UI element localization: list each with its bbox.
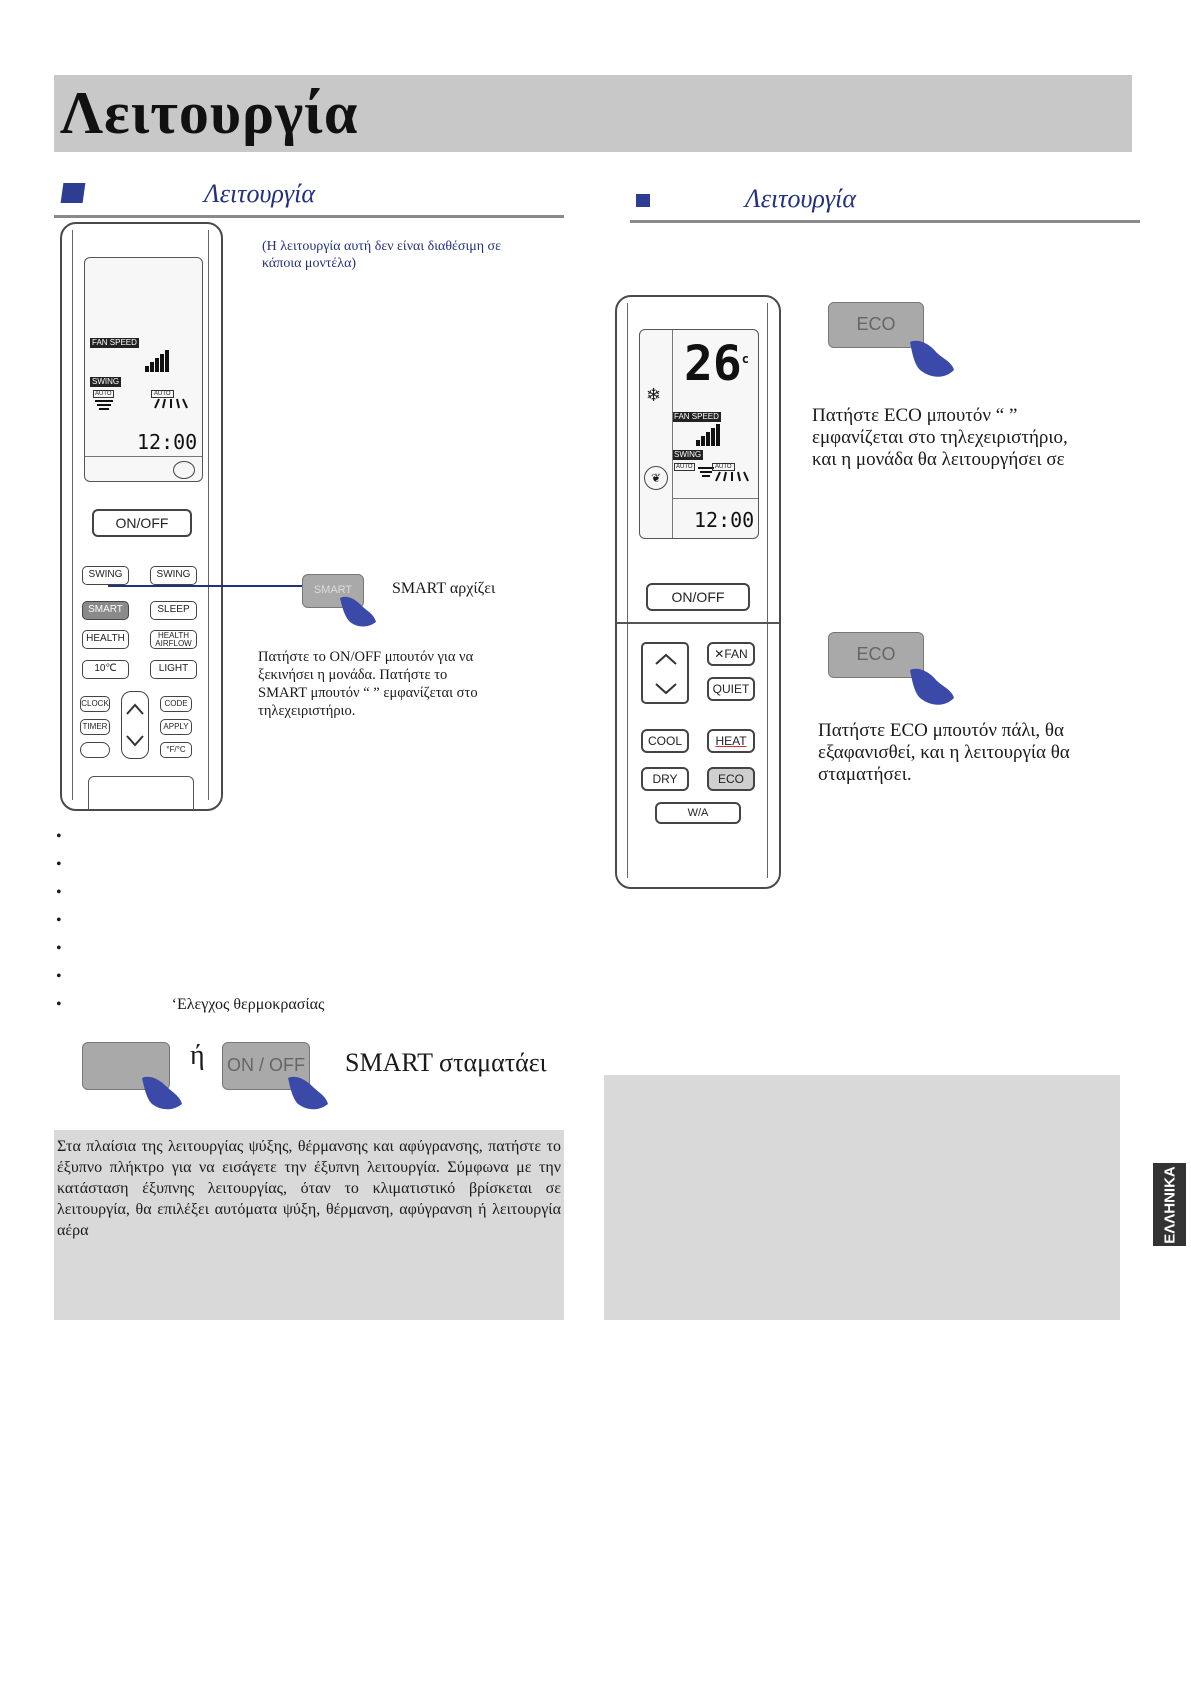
chevron-down-icon bbox=[655, 683, 677, 695]
auto-swing-icon: AUTO bbox=[712, 463, 752, 482]
hand-press-icon bbox=[288, 1076, 328, 1110]
list-item: • bbox=[56, 884, 66, 901]
clock-display: 12:00 bbox=[137, 430, 198, 454]
onoff-button[interactable]: ON/OFF bbox=[646, 583, 750, 611]
sleep-button[interactable]: SLEEP bbox=[150, 601, 197, 620]
right-heading-label: Λειτουργία bbox=[745, 184, 857, 213]
hand-press-icon bbox=[340, 596, 376, 627]
bullet-list: • • • • • • •‘Ελεγχος θερμοκρασίας bbox=[56, 828, 536, 1018]
remote-clip bbox=[88, 776, 194, 810]
auto-swing-icon: AUTO bbox=[151, 390, 195, 413]
onoff-button[interactable]: ON/OFF bbox=[92, 509, 192, 537]
fan-speed-bars-icon bbox=[696, 424, 721, 446]
remote-edge-line bbox=[208, 230, 209, 800]
wa-button[interactable]: W/A bbox=[655, 802, 741, 824]
fan-speed-tag: FAN SPEED bbox=[672, 412, 721, 422]
list-item: • bbox=[56, 940, 66, 957]
page-title: Λειτουργία bbox=[60, 80, 359, 146]
lcd-divider bbox=[672, 330, 673, 538]
temp-rocker-button[interactable] bbox=[641, 642, 689, 704]
left-section-heading: Λειτουργία bbox=[54, 175, 564, 218]
clock-button[interactable]: CLOCK bbox=[80, 696, 110, 712]
list-item: • bbox=[56, 856, 66, 873]
remote-edge-line bbox=[72, 230, 73, 800]
auto-louver-icon: AUTO bbox=[93, 390, 133, 413]
right-remote: 26c ❄ FAN SPEED SWING ❦ AUTO AUTO 12:00 … bbox=[615, 295, 781, 889]
eco-press-illustration: ECO bbox=[828, 632, 924, 678]
heading-square-icon bbox=[636, 194, 650, 207]
snowflake-icon: ❄ bbox=[646, 385, 662, 405]
hand-press-icon bbox=[910, 340, 954, 377]
remote-edge-line bbox=[767, 303, 768, 878]
list-item: • bbox=[56, 968, 66, 985]
or-text: ή bbox=[190, 1040, 205, 1071]
ten-degree-button[interactable]: 10℃ bbox=[82, 660, 129, 679]
hand-press-icon bbox=[910, 668, 954, 705]
cool-button[interactable]: COOL bbox=[641, 729, 689, 753]
list-item: • bbox=[56, 828, 66, 845]
list-item: •‘Ελεγχος θερμοκρασίας bbox=[56, 996, 325, 1013]
dry-button[interactable]: DRY bbox=[641, 767, 689, 791]
smart-start-label: SMART αρχίζει bbox=[392, 580, 496, 597]
apply-button[interactable]: APPLY bbox=[160, 719, 192, 735]
smart-stop-label: SMART σταματάει bbox=[345, 1048, 547, 1077]
vertical-swing-button[interactable]: SWING bbox=[82, 566, 129, 585]
connector-line bbox=[108, 585, 303, 587]
smart-press-illustration: SMART bbox=[302, 574, 364, 608]
quiet-button[interactable]: QUIET bbox=[707, 677, 755, 701]
smart-button[interactable]: SMART bbox=[82, 601, 129, 620]
left-remote: FAN SPEED SWING AUTO AUTO 12:00 ON/OFF S… bbox=[60, 222, 223, 811]
right-info-box bbox=[604, 1075, 1120, 1320]
left-heading-label: Λειτουργία bbox=[204, 179, 316, 208]
language-tab[interactable]: ΕΛΛΗΝΙΚΑ bbox=[1153, 1163, 1186, 1246]
unit-toggle-button[interactable]: °F/°C bbox=[160, 742, 192, 758]
left-info-box: Στα πλαίσια της λειτουργίας ψύξης, θέρμα… bbox=[54, 1130, 564, 1320]
info-box-text: Στα πλαίσια της λειτουργίας ψύξης, θέρμα… bbox=[57, 1138, 561, 1239]
remote-edge-line bbox=[627, 303, 628, 878]
light-button[interactable]: LIGHT bbox=[150, 660, 197, 679]
eco-off-text: Πατήστε ECO μπουτόν πάλι, θα εξαφανισθεί… bbox=[818, 720, 1070, 785]
horizontal-swing-button[interactable]: SWING bbox=[150, 566, 197, 585]
eco-leaf-icon: ❦ bbox=[644, 466, 668, 490]
smart-instructions: Πατήστε το ON/OFF μπουτόν για να ξεκινήσ… bbox=[258, 649, 478, 719]
eco-button[interactable]: ECO bbox=[707, 767, 755, 791]
heading-square-icon bbox=[60, 183, 86, 203]
chevron-up-icon bbox=[126, 703, 144, 715]
availability-note: (Η λειτουργία αυτή δεν είναι διαθέσιμη σ… bbox=[262, 239, 501, 271]
list-item: • bbox=[56, 912, 66, 929]
health-airflow-button[interactable]: HEALTH AIRFLOW bbox=[150, 630, 197, 649]
smart-lcd-icon bbox=[173, 461, 195, 479]
eco-press-illustration: ECO bbox=[828, 302, 924, 348]
chevron-up-icon bbox=[655, 653, 677, 665]
temp-rocker-button[interactable] bbox=[121, 691, 149, 759]
title-bar: Λειτουργία bbox=[54, 75, 1132, 152]
lcd-divider bbox=[85, 456, 202, 457]
hand-press-icon bbox=[142, 1076, 182, 1110]
remote-hinge bbox=[617, 622, 779, 624]
fan-speed-bars-icon bbox=[145, 350, 170, 372]
auto-louver-icon: AUTO bbox=[674, 463, 716, 478]
fan-button[interactable]: ✕FAN bbox=[707, 642, 755, 666]
blank-button[interactable] bbox=[80, 742, 110, 758]
lcd-divider bbox=[672, 498, 758, 499]
chevron-down-icon bbox=[126, 735, 144, 747]
fan-speed-tag: FAN SPEED bbox=[90, 338, 139, 348]
swing-tag: SWING bbox=[672, 450, 704, 460]
code-button[interactable]: CODE bbox=[160, 696, 192, 712]
timer-button[interactable]: TIMER bbox=[80, 719, 110, 735]
heat-button[interactable]: HEAT bbox=[707, 729, 755, 753]
remote-screen: FAN SPEED SWING AUTO AUTO 12:00 bbox=[84, 257, 203, 482]
health-button[interactable]: HEALTH bbox=[82, 630, 129, 649]
temperature-display: 26c bbox=[684, 336, 750, 392]
swing-tag: SWING bbox=[90, 377, 122, 387]
eco-on-text: Πατήστε ECO μπουτόν “ ” εμφανίζεται στο … bbox=[812, 405, 1068, 470]
remote-screen: 26c ❄ FAN SPEED SWING ❦ AUTO AUTO 12:00 bbox=[639, 329, 759, 539]
clock-display: 12:00 bbox=[694, 508, 755, 532]
right-section-heading: Λειτουργία bbox=[630, 180, 1140, 223]
